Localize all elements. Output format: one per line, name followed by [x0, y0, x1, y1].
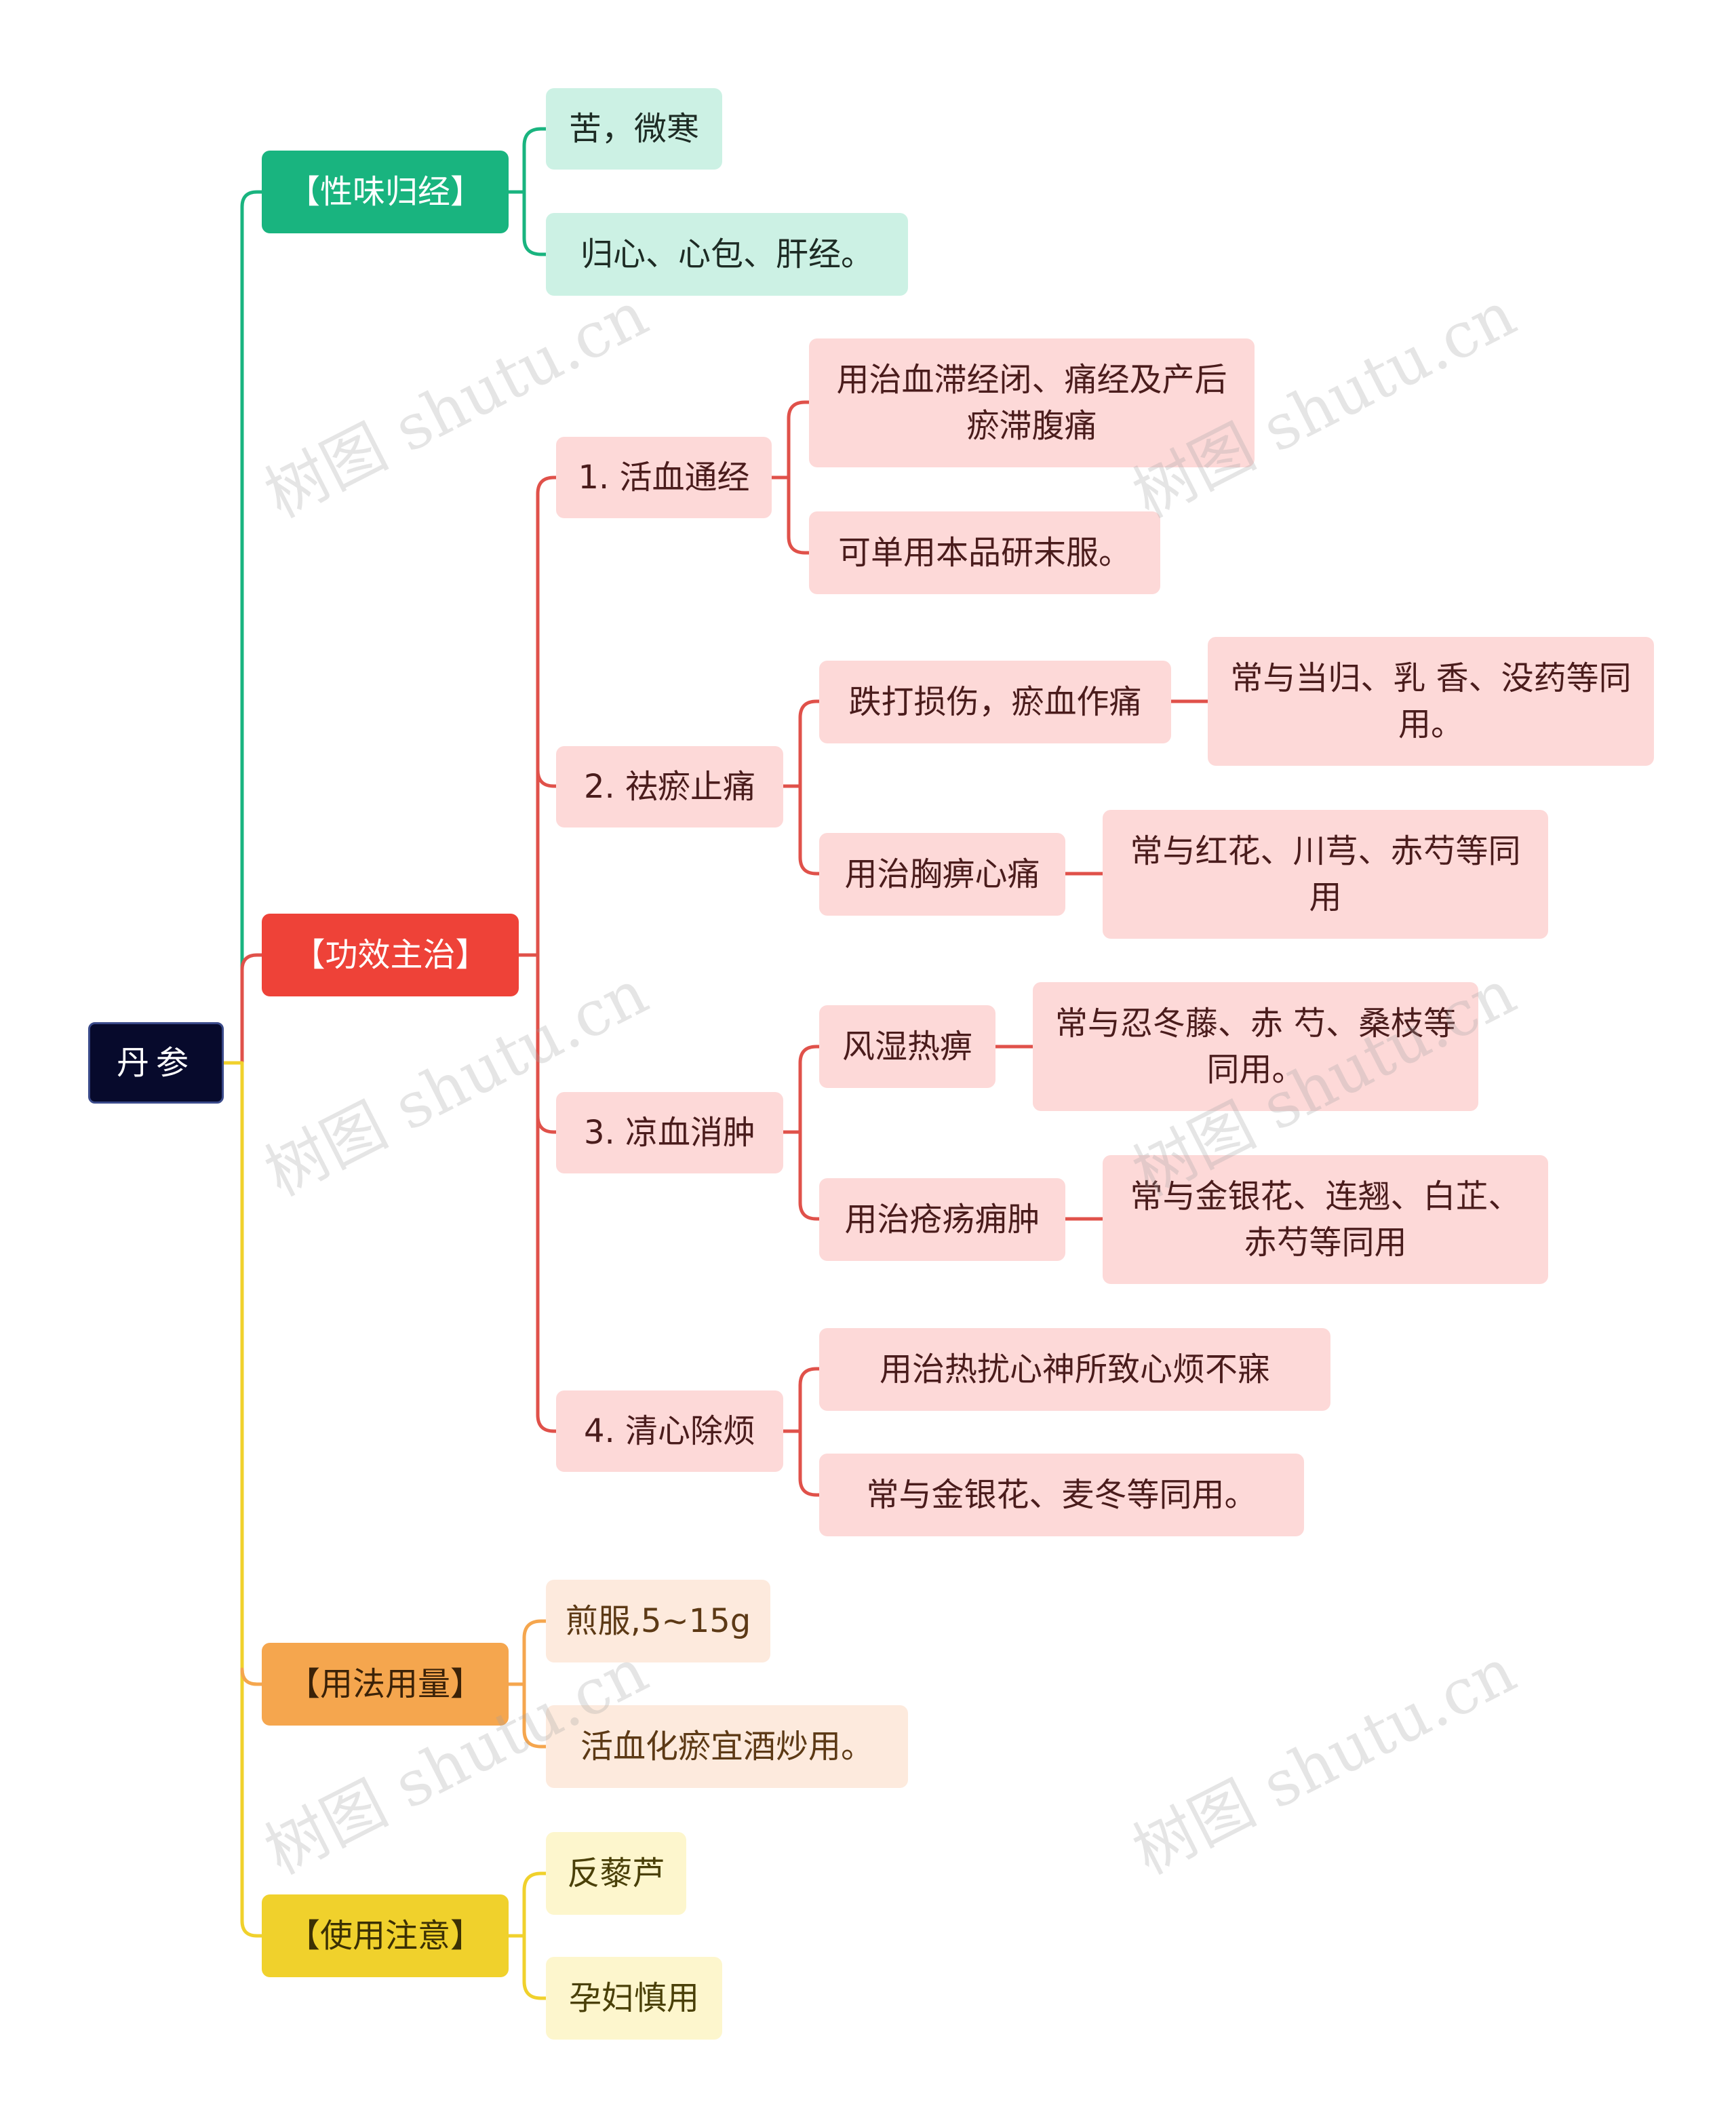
branch-efficacy[interactable]: 【功效主治】 — [262, 914, 519, 996]
branch-usage[interactable]: 【用法用量】 — [262, 1643, 509, 1726]
link-group2 — [781, 699, 821, 876]
group-2-item-a-detail[interactable]: 常与当归、乳 香、没药等同用。 — [1208, 637, 1654, 766]
usage-item-method[interactable]: 活血化瘀宜酒炒用。 — [546, 1705, 908, 1788]
link-root-efficacy — [222, 953, 264, 1065]
group-3-item-a-detail[interactable]: 常与忍冬藤、赤 芍、桑枝等同用。 — [1033, 982, 1478, 1111]
link-caution-items — [507, 1871, 548, 2000]
group-1-label[interactable]: 1. 活血通经 — [556, 437, 772, 518]
link-root-caution — [240, 1667, 264, 1938]
link-root-nature — [222, 190, 264, 1065]
link-usage-orange — [240, 1667, 264, 1686]
group-3-item-a[interactable]: 风湿热痹 — [819, 1005, 995, 1088]
group-2-item-a[interactable]: 跌打损伤，瘀血作痛 — [819, 661, 1171, 743]
usage-item-dose[interactable]: 煎服,5~15g — [546, 1580, 770, 1662]
group-2-label[interactable]: 2. 祛瘀止痛 — [556, 746, 783, 828]
caution-item-1[interactable]: 反藜芦 — [546, 1832, 686, 1915]
group-4-item-a[interactable]: 用治热扰心神所致心烦不寐 — [819, 1328, 1330, 1411]
group-3-label[interactable]: 3. 凉血消肿 — [556, 1092, 783, 1173]
group-2-item-b[interactable]: 用治胸痹心痛 — [819, 833, 1065, 916]
link-usage-items — [507, 1619, 548, 1749]
root-node[interactable]: 丹参 — [88, 1022, 224, 1104]
group-3-item-b[interactable]: 用治疮疡痈肿 — [819, 1178, 1065, 1261]
group-1-item-b[interactable]: 可单用本品研末服。 — [809, 511, 1160, 594]
group-2-item-b-detail[interactable]: 常与红花、川芎、赤芍等同用 — [1103, 810, 1548, 939]
link-group3 — [781, 1045, 821, 1221]
link-group4 — [781, 1367, 821, 1497]
nature-item-taste[interactable]: 苦，微寒 — [546, 88, 722, 170]
link-root-usage — [222, 1061, 264, 1686]
caution-item-2[interactable]: 孕妇慎用 — [546, 1957, 722, 2040]
branch-nature[interactable]: 【性味归经】 — [262, 151, 509, 233]
group-1-item-a[interactable]: 用治血滞经闭、痛经及产后瘀滞腹痛 — [809, 338, 1255, 467]
link-group1 — [770, 400, 811, 555]
group-4-label[interactable]: 4. 清心除烦 — [556, 1390, 783, 1472]
nature-item-meridian[interactable]: 归心、心包、肝经。 — [546, 213, 908, 296]
group-4-item-b[interactable]: 常与金银花、麦冬等同用。 — [819, 1454, 1304, 1536]
branch-caution[interactable]: 【使用注意】 — [262, 1894, 509, 1977]
link-efficacy-groups — [517, 475, 558, 1433]
group-3-item-b-detail[interactable]: 常与金银花、连翘、白芷、赤芍等同用 — [1103, 1155, 1548, 1284]
link-nature-items — [507, 127, 548, 256]
